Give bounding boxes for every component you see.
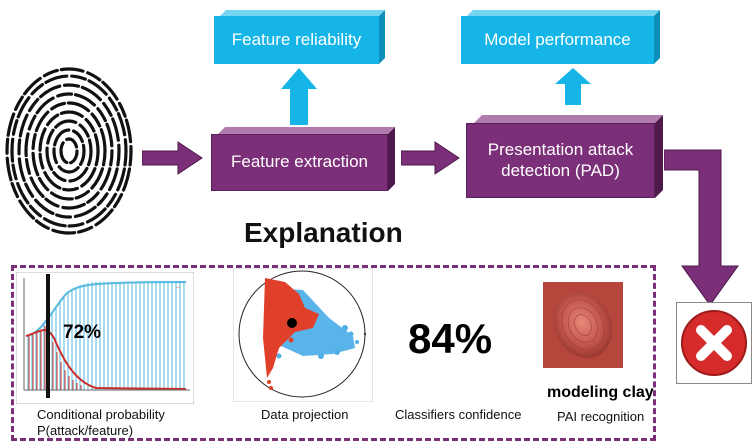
model-performance-label: Model performance — [461, 16, 654, 64]
arrow-right — [401, 141, 460, 175]
pad-label: Presentation attack detection (PAD) — [466, 123, 655, 198]
clay-material-image — [543, 282, 623, 368]
up-arrow-performance — [555, 68, 591, 105]
pai-recognition-caption: PAI recognition — [557, 409, 645, 424]
pai-label: modeling clay — [547, 384, 654, 401]
arrow-elbow-down — [664, 149, 739, 306]
explanation-title: Explanation — [244, 217, 403, 248]
conditional-probability-plot: — — — [16, 272, 194, 404]
pad-label-line1: Presentation attack — [487, 140, 634, 160]
conditional-probability-value: 72% — [63, 322, 102, 343]
up-arrow-reliability — [281, 68, 317, 125]
conditional-caption-line1: Conditional probability — [37, 407, 165, 422]
data-projection-caption: Data projection — [261, 407, 349, 422]
data-projection-plot — [233, 268, 373, 402]
svg-text:—: — — [176, 280, 180, 285]
pad-label-line2: detection (PAD) — [501, 160, 620, 180]
classifier-confidence-value: 84% — [408, 315, 493, 362]
conditional-probability-caption: Conditional probability P(attack/feature… — [37, 407, 165, 440]
pad-box: Presentation attack detection (PAD) — [466, 115, 663, 198]
feature-extraction-label: Feature extraction — [211, 134, 388, 191]
model-performance-box: Model performance — [461, 10, 660, 64]
classifier-confidence-caption: Classifiers confidence — [395, 407, 522, 422]
reject-box — [676, 302, 752, 384]
feature-reliability-box: Feature reliability — [214, 10, 385, 64]
reject-x-icon — [681, 310, 747, 376]
feature-reliability-label: Feature reliability — [214, 16, 379, 64]
fingerprint-icon — [5, 67, 133, 235]
svg-text:—: — — [176, 285, 180, 290]
explanation-panel — [11, 265, 656, 441]
feature-extraction-box: Feature extraction — [211, 127, 395, 191]
arrow-right — [142, 141, 203, 175]
conditional-caption-line2: P(attack/feature) — [37, 423, 134, 439]
